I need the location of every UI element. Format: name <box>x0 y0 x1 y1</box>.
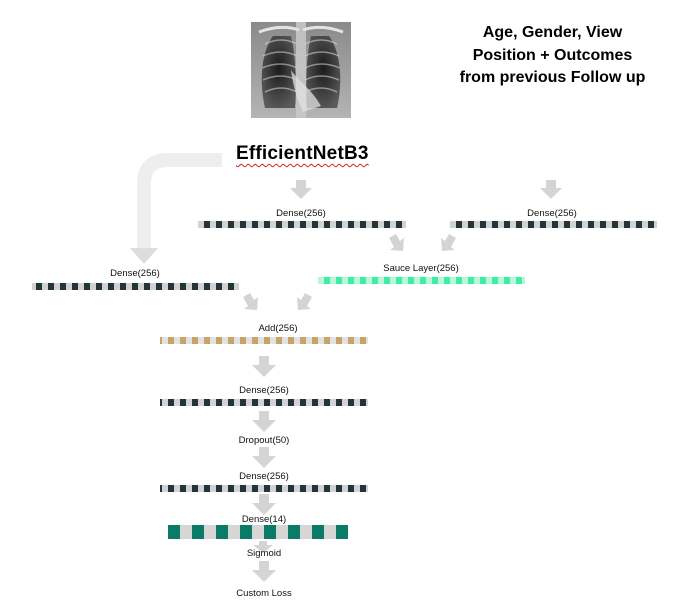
skip-connection-arrowhead <box>130 248 158 264</box>
add-label: Add(256) <box>258 323 297 334</box>
arrow-dense2-to-dense-out <box>252 494 276 515</box>
dropout-label: Dropout(50) <box>239 435 290 446</box>
dense-backbone-label: Dense(256) <box>276 208 326 219</box>
arrow-dense-out-to-sigmoid <box>253 541 273 553</box>
skip-connection-arrow <box>137 153 222 250</box>
dense2-bar <box>160 485 368 492</box>
arrow-meta-to-dense <box>540 180 562 199</box>
loss-label: Custom Loss <box>236 588 292 599</box>
dense-meta-bar <box>450 221 657 228</box>
dense-out-label: Dense(14) <box>242 514 286 525</box>
dense-out-bar <box>168 525 348 539</box>
sigmoid-label: Sigmoid <box>247 548 281 559</box>
backbone-label: EfficientNetB3 <box>236 143 369 164</box>
dense-backbone-bar <box>198 221 406 228</box>
chest-xray-image <box>251 22 351 118</box>
metadata-input-label: Age, Gender, View Position + Outcomes fr… <box>459 24 646 86</box>
sauce-layer-bar <box>318 277 525 284</box>
dense-skip-bar <box>32 283 239 290</box>
dense-meta-label: Dense(256) <box>527 208 577 219</box>
arrow-sigmoid-to-loss <box>252 561 276 582</box>
arrow-dense-to-sauce-right <box>441 234 456 251</box>
dense1-label: Dense(256) <box>239 385 289 396</box>
dense-skip-label: Dense(256) <box>110 268 160 279</box>
dense2-label: Dense(256) <box>239 471 289 482</box>
arrow-dense1-to-dropout <box>252 411 276 432</box>
arrow-add-to-dense1 <box>252 356 276 377</box>
dense1-bar <box>160 399 368 406</box>
sauce-layer-label: Sauce Layer(256) <box>383 263 459 274</box>
arrow-sauce-to-add <box>297 293 312 310</box>
add-bar <box>160 337 368 344</box>
arrow-backbone-to-dense <box>290 180 312 199</box>
arrow-dropout-to-dense2 <box>252 447 276 468</box>
arrow-dense-to-sauce-left <box>389 234 404 251</box>
arrow-skip-to-add <box>243 293 258 310</box>
